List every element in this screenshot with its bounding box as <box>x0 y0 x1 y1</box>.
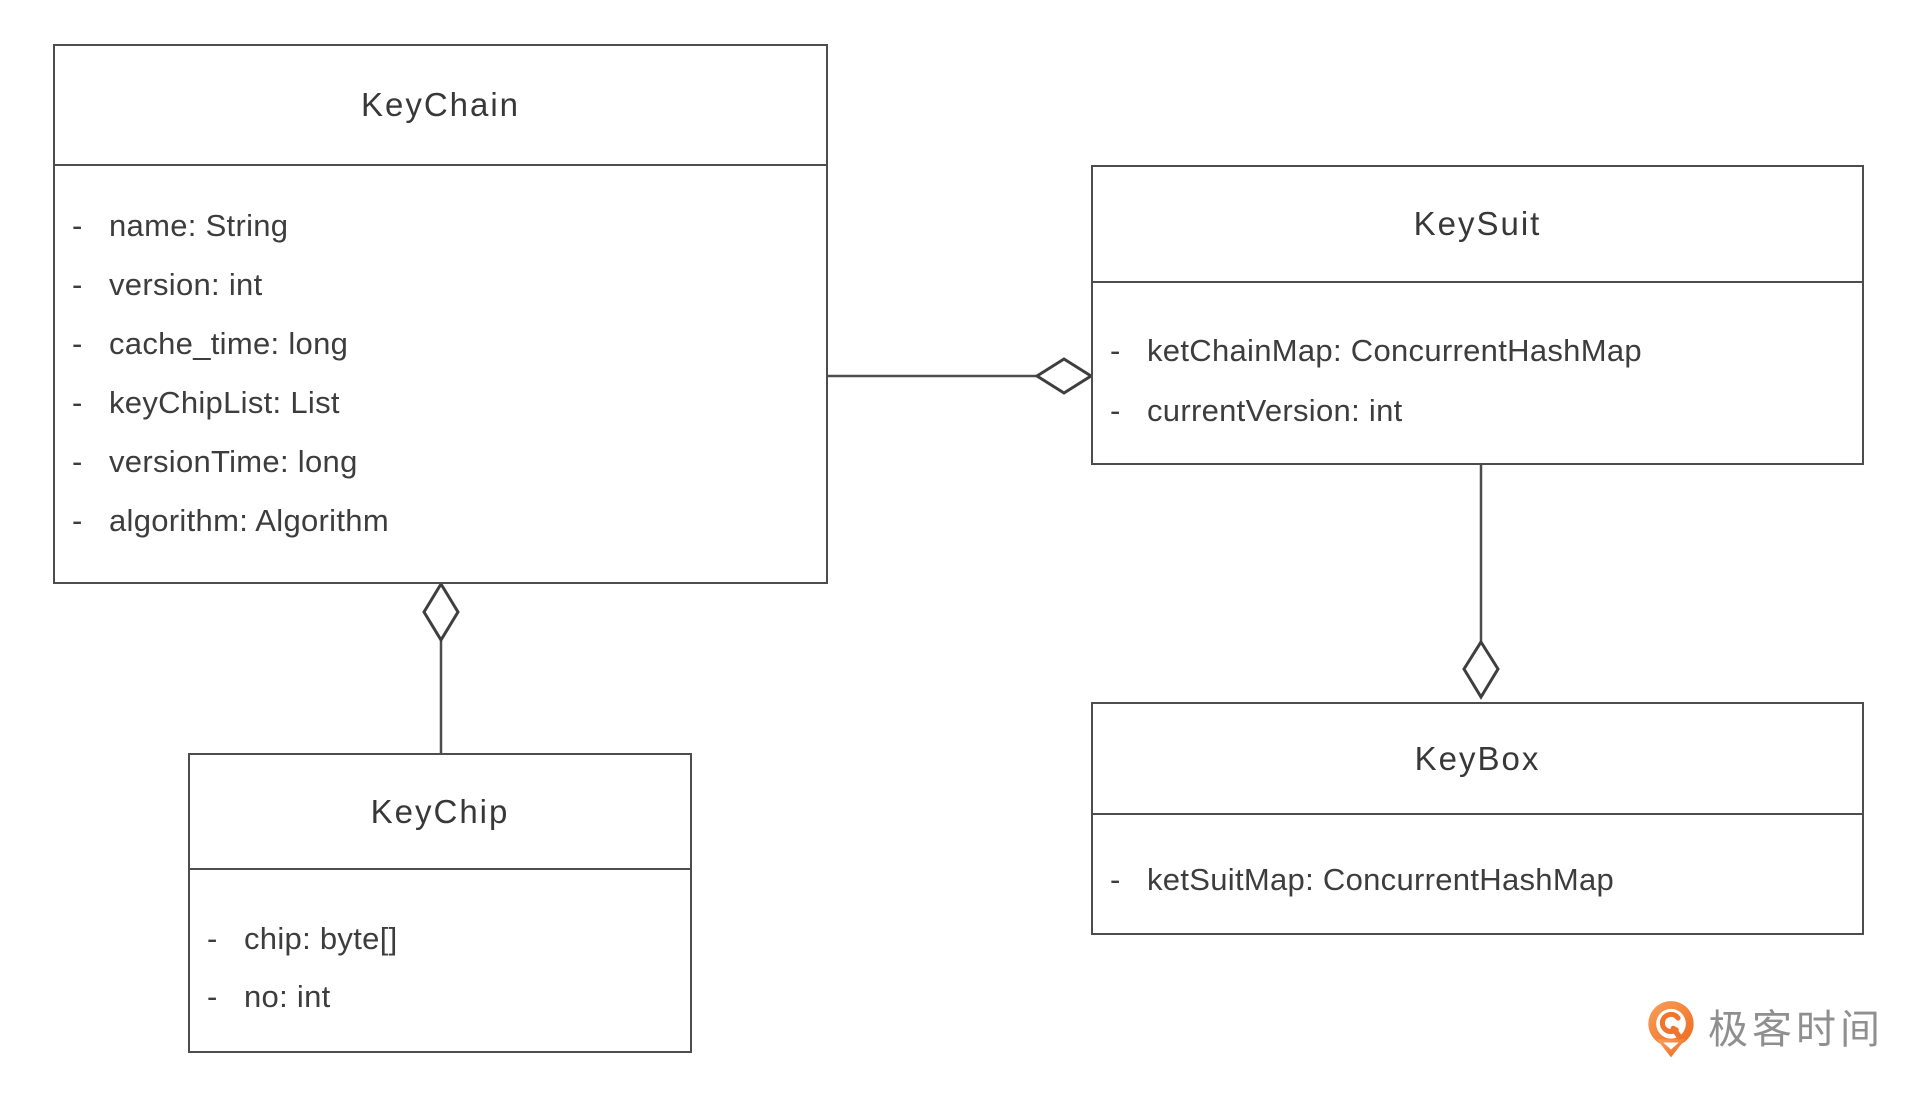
attribute-row: - version: int <box>55 255 826 314</box>
visibility-marker: - <box>1110 393 1121 428</box>
attribute-text: chip: byte[] <box>244 921 398 956</box>
class-box-keychain: KeyChain - name: String - version: int -… <box>53 44 828 584</box>
attribute-row: - no: int <box>190 968 690 1026</box>
attribute-text: ketSuitMap: ConcurrentHashMap <box>1147 862 1615 897</box>
attribute-row: - ketSuitMap: ConcurrentHashMap <box>1093 851 1862 909</box>
geektime-logo-text: 极客时间 <box>1708 1008 1884 1052</box>
class-attributes-keychip: - chip: byte[] - no: int <box>190 870 690 1026</box>
attribute-text: versionTime: long <box>109 443 358 479</box>
visibility-marker: - <box>207 979 218 1014</box>
class-attributes-keychain: - name: String - version: int - cache_ti… <box>55 166 826 550</box>
attribute-text: keyChipList: List <box>109 384 340 420</box>
visibility-marker: - <box>72 502 83 538</box>
attribute-text: cache_time: long <box>109 325 349 361</box>
class-attributes-keybox: - ketSuitMap: ConcurrentHashMap <box>1093 815 1862 909</box>
visibility-marker: - <box>1110 862 1121 897</box>
attribute-text: version: int <box>109 266 263 302</box>
visibility-marker: - <box>207 921 218 956</box>
aggregation-diamond-icon <box>1034 357 1094 395</box>
aggregation-connector-keysuit-keybox <box>1462 464 1500 700</box>
class-title-keysuit: KeySuit <box>1093 167 1862 283</box>
attribute-text: ketChainMap: ConcurrentHashMap <box>1147 333 1642 368</box>
class-attributes-keysuit: - ketChainMap: ConcurrentHashMap - curre… <box>1093 283 1862 441</box>
attribute-row: - algorithm: Algorithm <box>55 491 826 550</box>
aggregation-connector-keychip-keychain <box>422 581 460 753</box>
attribute-text: no: int <box>244 979 331 1014</box>
class-box-keybox: KeyBox - ketSuitMap: ConcurrentHashMap <box>1091 702 1864 935</box>
aggregation-diamond-icon <box>422 581 460 643</box>
class-title-keychain: KeyChain <box>55 46 826 166</box>
visibility-marker: - <box>72 325 83 361</box>
attribute-row: - chip: byte[] <box>190 910 690 968</box>
attribute-text: name: String <box>109 207 289 243</box>
class-title-keybox: KeyBox <box>1093 704 1862 815</box>
class-box-keychip: KeyChip - chip: byte[] - no: int <box>188 753 692 1053</box>
attribute-text: algorithm: Algorithm <box>109 502 389 538</box>
geektime-logo: 极客时间 <box>1646 1000 1884 1060</box>
attribute-row: - versionTime: long <box>55 432 826 491</box>
aggregation-diamond-icon <box>1462 639 1500 700</box>
visibility-marker: - <box>1110 333 1121 368</box>
attribute-text: currentVersion: int <box>1147 393 1403 428</box>
visibility-marker: - <box>72 384 83 420</box>
visibility-marker: - <box>72 443 83 479</box>
aggregation-connector-keychain-keysuit <box>828 357 1094 395</box>
attribute-row: - currentVersion: int <box>1093 381 1862 441</box>
attribute-row: - ketChainMap: ConcurrentHashMap <box>1093 321 1862 381</box>
attribute-row: - name: String <box>55 196 826 255</box>
attribute-row: - keyChipList: List <box>55 373 826 432</box>
attribute-row: - cache_time: long <box>55 314 826 373</box>
class-box-keysuit: KeySuit - ketChainMap: ConcurrentHashMap… <box>1091 165 1864 465</box>
visibility-marker: - <box>72 266 83 302</box>
geektime-logo-icon <box>1648 1001 1694 1058</box>
class-title-keychip: KeyChip <box>190 755 690 870</box>
visibility-marker: - <box>72 207 83 243</box>
